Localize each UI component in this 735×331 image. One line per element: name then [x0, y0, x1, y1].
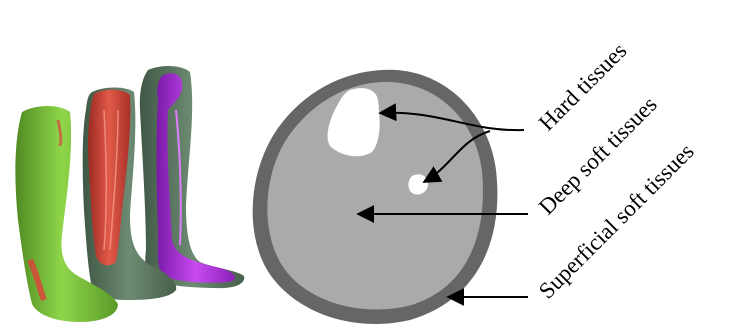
translucent-leg-shape [140, 66, 244, 288]
label-superficial-soft-tissues: Superficial soft tissues [534, 139, 699, 304]
purple-bone-shape [157, 73, 235, 282]
leg-model-bones [140, 66, 244, 288]
leg-cross-section [253, 70, 498, 324]
leg-models [15, 66, 244, 322]
